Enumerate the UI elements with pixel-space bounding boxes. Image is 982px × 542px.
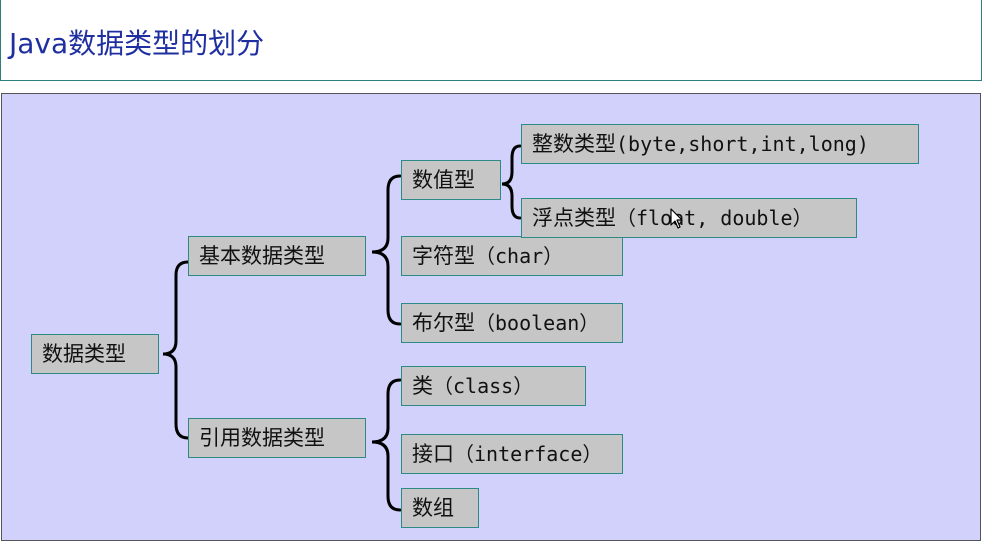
node-char-cjk: 字符型 (412, 244, 475, 268)
node-char-mono: （char） (475, 244, 564, 268)
node-basic-types-label: 基本数据类型 (199, 244, 325, 268)
node-float: 浮点类型（float, double） (521, 198, 857, 238)
node-interface-mono: （interface） (454, 442, 603, 466)
title-bar: Java数据类型的划分 (0, 0, 982, 81)
node-array-label: 数组 (412, 496, 454, 520)
node-boolean: 布尔型（boolean） (401, 303, 623, 343)
node-boolean-mono: （boolean） (475, 311, 600, 335)
node-basic-types: 基本数据类型 (188, 236, 366, 276)
node-reference-types-label: 引用数据类型 (199, 426, 325, 450)
node-numeric-label: 数值型 (412, 168, 475, 192)
node-array: 数组 (401, 488, 479, 528)
node-integer-cjk: 整数类型 (532, 132, 616, 156)
node-interface: 接口（interface） (401, 434, 623, 474)
node-class: 类（class） (401, 366, 586, 406)
mouse-pointer-icon (670, 208, 683, 229)
node-data-types: 数据类型 (31, 334, 159, 374)
node-class-cjk: 类 (412, 374, 433, 398)
node-reference-types: 引用数据类型 (188, 418, 366, 458)
node-boolean-cjk: 布尔型 (412, 311, 475, 335)
page-title: Java数据类型的划分 (9, 27, 265, 60)
node-interface-cjk: 接口 (412, 442, 454, 466)
node-class-mono: （class） (433, 374, 534, 398)
node-char: 字符型（char） (401, 236, 623, 276)
node-numeric: 数值型 (401, 160, 501, 200)
node-float-mono: （float, double） (616, 206, 813, 230)
node-float-cjk: 浮点类型 (532, 206, 616, 230)
node-integer-mono: (byte,short,int,long) (616, 132, 869, 156)
node-integer: 整数类型(byte,short,int,long) (521, 124, 919, 164)
node-data-types-label: 数据类型 (42, 342, 126, 366)
